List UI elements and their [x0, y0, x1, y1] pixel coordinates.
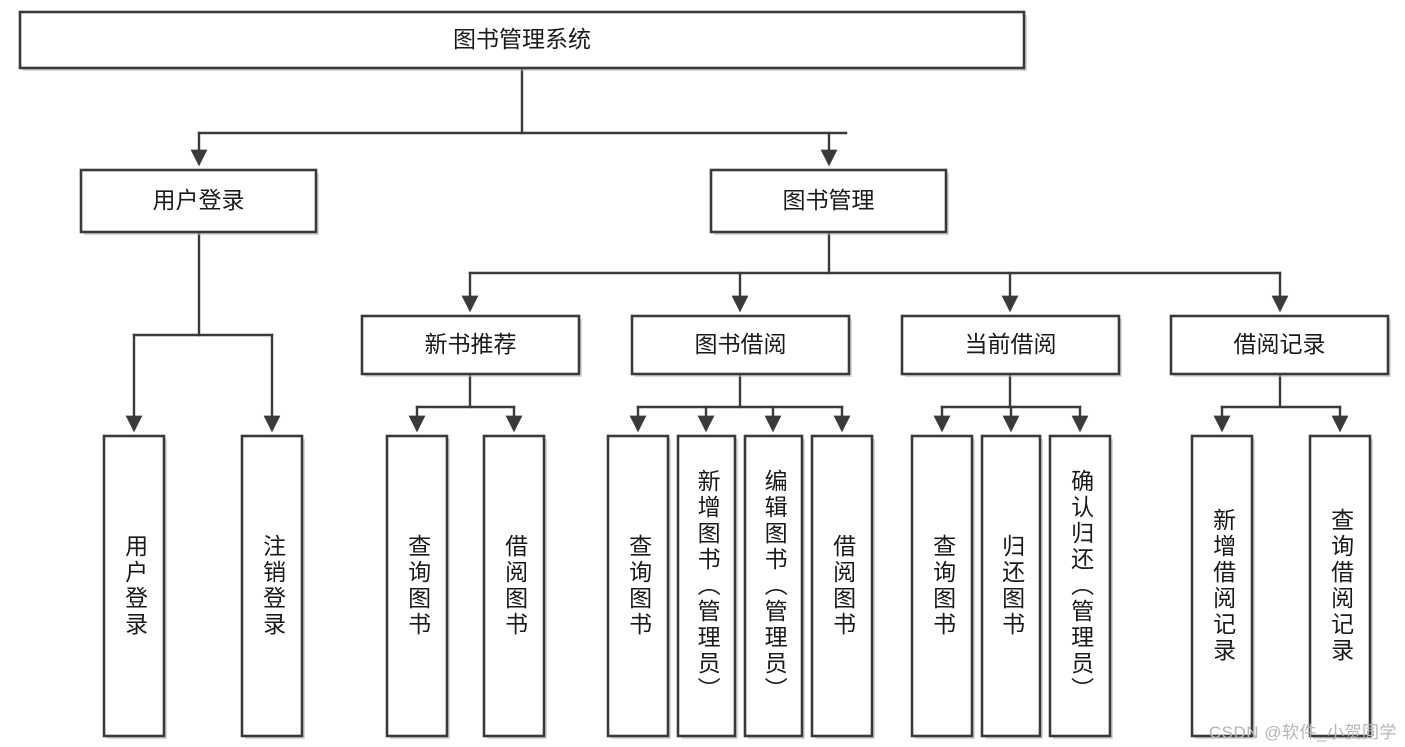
node-root-book-management-system-box[interactable] — [18, 10, 1026, 70]
node-root-book-management-system[interactable]: 图书管理系统 — [18, 10, 1027, 71]
node-leaf-7[interactable] — [743, 434, 805, 739]
node-leaf-8-box[interactable] — [810, 434, 874, 738]
node-level3-4-box[interactable] — [1169, 314, 1390, 376]
node-leaf-6[interactable] — [676, 434, 738, 739]
node-leaf-11[interactable] — [1048, 434, 1113, 739]
node-level2-2[interactable]: 图书管理 — [709, 168, 949, 235]
node-leaf-11-box[interactable] — [1048, 434, 1112, 738]
node-leaf-7-box[interactable] — [743, 434, 804, 738]
node-leaf-10[interactable] — [980, 434, 1043, 739]
node-leaf-4-box[interactable] — [482, 434, 546, 738]
node-level3-1[interactable]: 新书推荐 — [360, 314, 582, 377]
node-leaf-3[interactable] — [385, 434, 450, 739]
node-level3-1-box[interactable] — [360, 314, 581, 376]
node-leaf-12-box[interactable] — [1190, 434, 1254, 738]
node-leaf-12[interactable] — [1190, 434, 1255, 739]
node-level2-1[interactable]: 用户登录 — [79, 168, 319, 235]
node-leaf-3-box[interactable] — [385, 434, 449, 738]
node-level3-1-label: 新书推荐 — [425, 331, 517, 357]
watermark-text: CSDN @软件_小贺同学 — [1208, 723, 1397, 742]
node-leaf-9-box[interactable] — [910, 434, 974, 738]
node-level3-2-label: 图书借阅 — [695, 331, 787, 357]
node-leaf-1-box[interactable] — [102, 434, 166, 738]
node-leaf-10-box[interactable] — [980, 434, 1042, 738]
edges-layer — [125, 66, 1349, 433]
node-leaf-2[interactable] — [240, 434, 305, 739]
node-level3-2-box[interactable] — [630, 314, 851, 376]
node-leaf-13-box[interactable] — [1308, 434, 1372, 738]
node-level3-3[interactable]: 当前借阅 — [900, 314, 1122, 377]
node-leaf-1[interactable] — [102, 434, 167, 739]
node-leaf-13[interactable] — [1308, 434, 1373, 739]
node-leaf-8[interactable] — [810, 434, 875, 739]
node-leaf-5-box[interactable] — [606, 434, 670, 738]
node-leaf-4[interactable] — [482, 434, 547, 739]
node-root-book-management-system-label: 图书管理系统 — [453, 26, 591, 52]
node-level2-2-box[interactable] — [709, 168, 948, 234]
node-level2-1-label: 用户登录 — [153, 187, 245, 213]
node-level3-3-label: 当前借阅 — [965, 331, 1057, 357]
node-leaf-6-box[interactable] — [676, 434, 737, 738]
node-leaf-5[interactable] — [606, 434, 671, 739]
node-level2-2-label: 图书管理 — [783, 187, 875, 213]
node-level3-4-label: 借阅记录 — [1234, 331, 1326, 357]
node-level3-4[interactable]: 借阅记录 — [1169, 314, 1391, 377]
node-level3-3-box[interactable] — [900, 314, 1121, 376]
node-level3-2[interactable]: 图书借阅 — [630, 314, 852, 377]
node-level2-1-box[interactable] — [79, 168, 318, 234]
node-leaf-2-box[interactable] — [240, 434, 304, 738]
node-leaf-9[interactable] — [910, 434, 975, 739]
